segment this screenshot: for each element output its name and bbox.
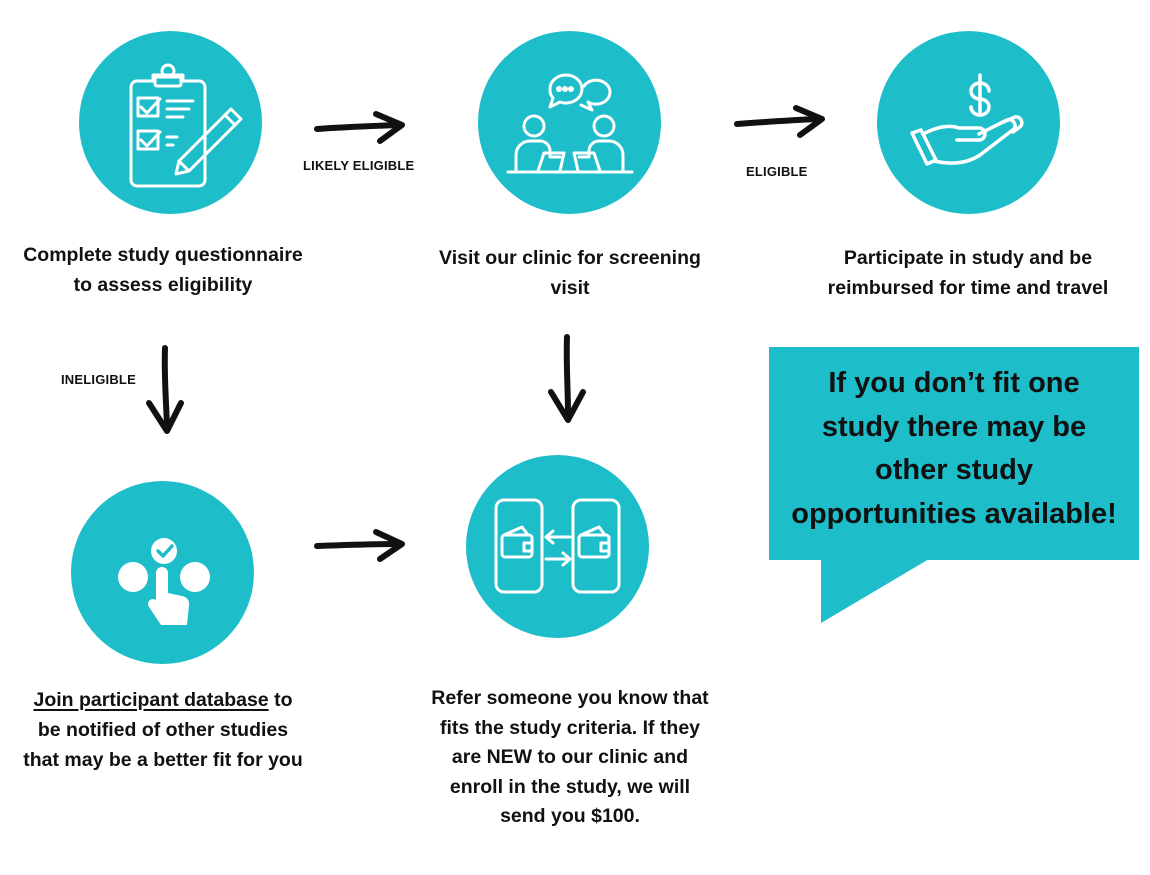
arrow-down-ineligible — [146, 345, 184, 434]
callout-line: other study — [875, 454, 1033, 486]
edge-label-likely-eligible: LIKELY ELIGIBLE — [303, 158, 415, 173]
questionnaire-step-circle — [79, 31, 262, 214]
database-caption-line: that may be a better fit for you — [23, 749, 303, 771]
consultation-icon — [506, 73, 634, 174]
clinic-caption-line: Visit our clinic for screening — [439, 247, 701, 269]
refer-step-circle — [466, 455, 649, 638]
callout-bubble — [769, 347, 1139, 560]
participate-caption-line: Participate in study and be — [843, 247, 1093, 269]
callout-text: If you don’t fit one study there may be … — [769, 362, 1139, 536]
callout-line: If you don’t fit one — [828, 367, 1080, 399]
refer-caption: Refer someone you know that fits the stu… — [405, 684, 735, 832]
clinic-step-circle — [478, 31, 661, 214]
database-caption: Join participant database to be notified… — [0, 685, 326, 775]
arrow-down-clinic-to-refer — [548, 334, 586, 423]
callout-bubble-tail — [821, 559, 929, 623]
edge-label-ineligible: INELIGIBLE — [61, 372, 136, 387]
join-database-link[interactable]: Join participant database — [33, 689, 269, 711]
arrow-right-database-to-refer — [314, 529, 405, 562]
refer-caption-line: Refer someone you know that — [431, 687, 709, 709]
edge-label-eligible: ELIGIBLE — [746, 164, 808, 179]
participate-step-circle — [877, 31, 1060, 214]
participate-caption: Participate in study and be reimbursed f… — [800, 243, 1136, 303]
participate-caption-line: reimbursed for time and travel — [827, 277, 1109, 299]
callout-line: study there may be — [821, 410, 1087, 443]
refer-caption-line: send you $100. — [500, 805, 640, 827]
questionnaire-caption-line: Complete study questionnaire — [23, 244, 303, 266]
questionnaire-caption-line: to assess eligibility — [73, 274, 253, 296]
clinic-caption: Visit our clinic for screening visit — [405, 243, 735, 303]
wallet-transfer-icon — [494, 498, 621, 594]
questionnaire-caption: Complete study questionnaire to assess e… — [0, 240, 326, 300]
database-caption-text: to — [268, 689, 293, 711]
arrow-right-eligible — [734, 105, 825, 138]
clinic-caption-line: visit — [550, 277, 590, 299]
select-option-icon — [118, 538, 210, 625]
database-step-circle — [71, 481, 254, 664]
money-hand-icon — [910, 73, 1024, 166]
arrow-right-likely-eligible — [314, 111, 405, 144]
refer-caption-line: enroll in the study, we will — [449, 775, 691, 798]
clipboard-checklist-icon — [129, 63, 243, 188]
refer-caption-line: fits the study criteria. If they — [439, 716, 701, 739]
callout-line: opportunities available! — [791, 497, 1117, 530]
database-caption-line: Join participant database to — [0, 685, 326, 715]
database-caption-line: be notified of other studies — [37, 719, 289, 741]
refer-caption-line: are NEW to our clinic and — [451, 746, 689, 768]
